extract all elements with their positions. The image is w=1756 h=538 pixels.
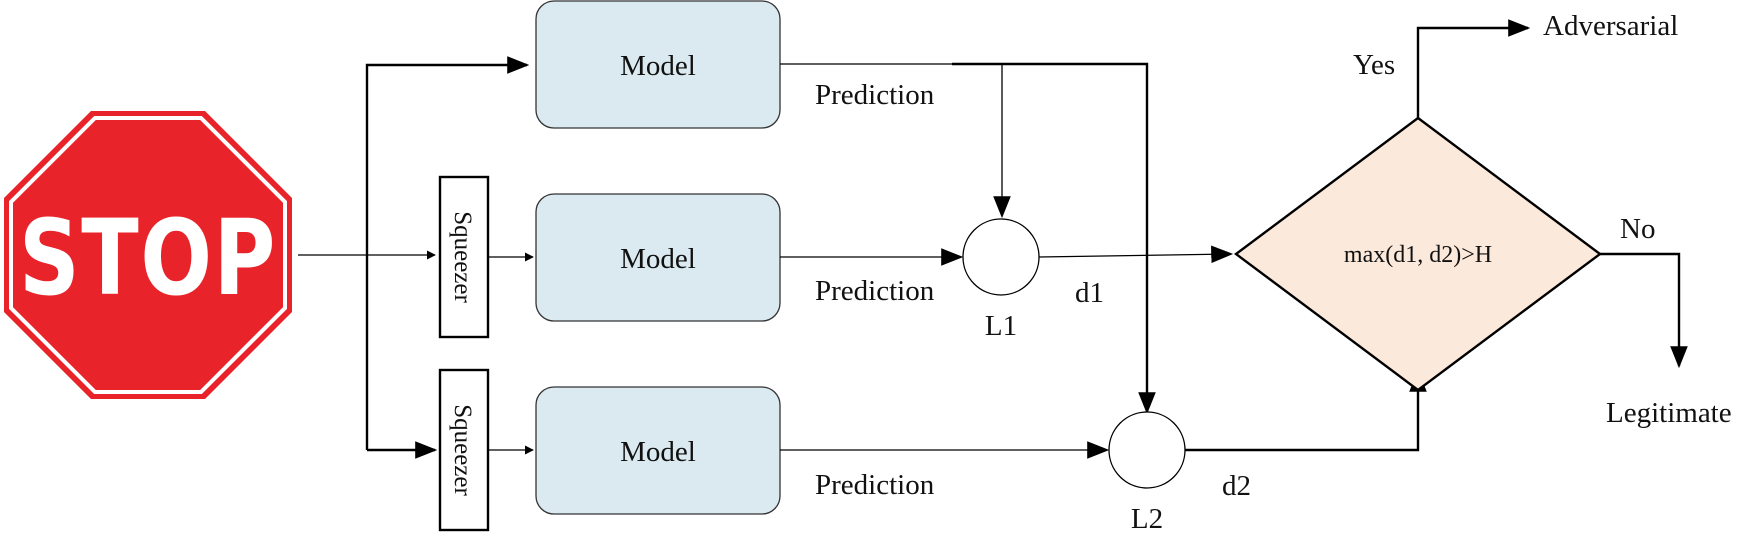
model-2: Model: [535, 193, 781, 322]
adversarial-label: Adversarial: [1543, 10, 1678, 42]
decision-node: max(d1, d2)>H: [1233, 116, 1603, 392]
decision-condition: max(d1, d2)>H: [1344, 242, 1492, 268]
d1-label: d1: [1075, 277, 1104, 309]
no-label: No: [1620, 213, 1655, 245]
model-1: Model: [535, 0, 781, 129]
model-1-label: Model: [620, 50, 696, 82]
stop-sign-text: STOP: [19, 197, 277, 319]
l2-label: L2: [1131, 503, 1163, 535]
legitimate-label: Legitimate: [1606, 397, 1732, 429]
no-wire: [1600, 252, 1688, 369]
prediction-label-2: Prediction: [815, 275, 935, 307]
l2-node: L2: [1108, 411, 1186, 535]
yes-wire: [1416, 19, 1531, 118]
stop-sign: STOP: [4, 111, 292, 399]
prediction-label-3: Prediction: [815, 469, 935, 501]
model-2-label: Model: [620, 243, 696, 275]
input-to-model-1-wire: [365, 56, 530, 450]
squeezer-2: Squeezer: [438, 368, 490, 532]
stop-sign-octagon: [4, 111, 292, 399]
squeezer-1-label: Squeezer: [449, 211, 476, 303]
model-3-label: Model: [620, 436, 696, 468]
l1-label: L1: [985, 310, 1017, 342]
d2-label: d2: [1222, 470, 1251, 502]
d2-wire: [1185, 369, 1427, 452]
model-3: Model: [535, 386, 781, 515]
l1-node: L1: [962, 218, 1040, 342]
prediction-label-1: Prediction: [815, 79, 935, 111]
model-1-to-l2-wire: [952, 62, 1156, 415]
squeezer-2-label: Squeezer: [449, 404, 476, 496]
d1-wire: [1038, 245, 1234, 264]
squeezer-1: Squeezer: [438, 175, 490, 339]
stop-sign-inner-border: [9, 116, 287, 394]
yes-label: Yes: [1353, 49, 1395, 81]
